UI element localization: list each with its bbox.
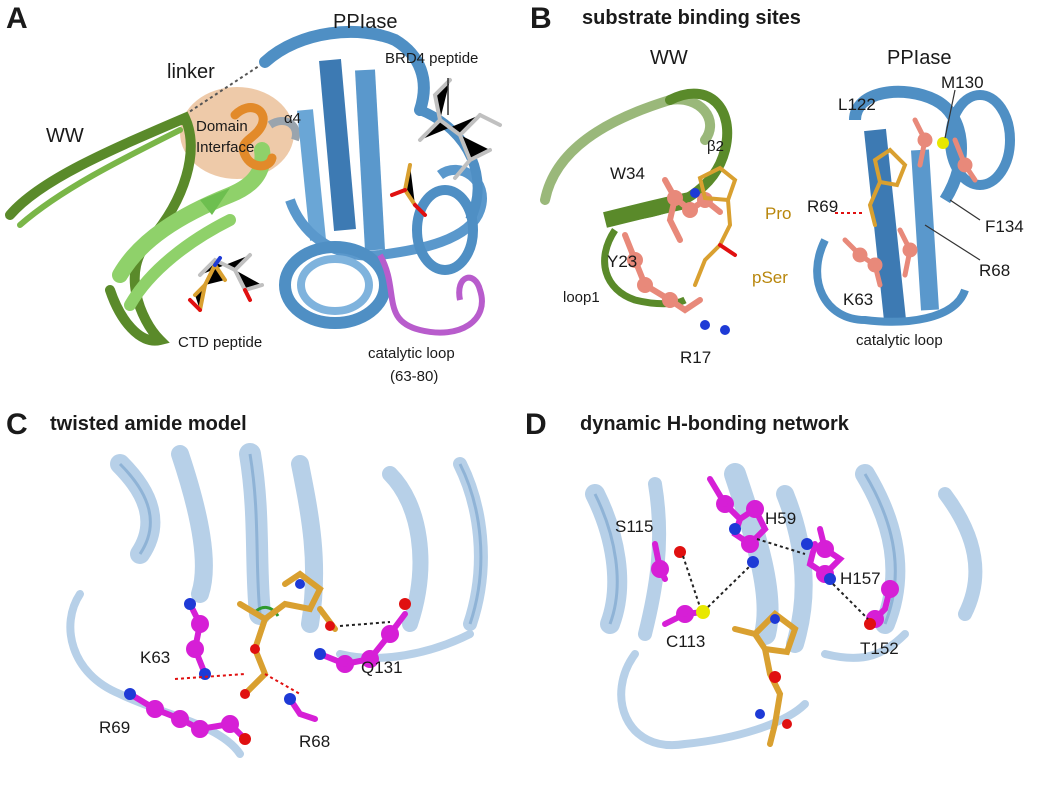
brd4-peptide-label: BRD4 peptide xyxy=(385,50,479,67)
interface-label: Interface xyxy=(196,139,255,156)
panel-d: D dynamic H-bonding network S115 H59 H15… xyxy=(525,394,1050,788)
y23-label: Y23 xyxy=(607,252,638,271)
m130-leader xyxy=(944,89,956,139)
ww-arrow xyxy=(200,188,230,215)
ww-b-label: WW xyxy=(650,47,688,69)
brd4-phospho xyxy=(390,163,427,217)
panel-c-residues xyxy=(127,601,408,742)
catalytic-loop-label: catalytic loop xyxy=(368,345,455,362)
ppiase-b-residues xyxy=(842,117,978,288)
loop1-label: loop1 xyxy=(563,289,600,306)
panel-d-atoms xyxy=(674,523,876,729)
h157-label: H157 xyxy=(840,569,881,588)
ctd-peptide-label: CTD peptide xyxy=(178,334,263,351)
pro-label: Pro xyxy=(765,204,792,223)
alpha4-label: α4 xyxy=(284,110,302,127)
panel-c-hbond-2 xyxy=(264,673,301,695)
panel-c-letter: C xyxy=(6,408,28,441)
beta2-label: β2 xyxy=(707,138,724,155)
r68-label: R68 xyxy=(979,261,1011,280)
panel-d-ribbons-dark xyxy=(593,473,897,625)
r69-label: R69 xyxy=(807,197,839,216)
ww-label: WW xyxy=(46,125,84,147)
ppiase-b-substrate xyxy=(867,147,908,227)
panel-d-hbonds xyxy=(682,538,869,620)
ctd-peptide-sticks xyxy=(188,253,264,312)
f134-leader xyxy=(949,199,981,221)
ppiase-ribbon-1 xyxy=(259,25,430,116)
ppiase-b-sulfur xyxy=(937,137,949,149)
ppiase-b-sheet xyxy=(864,128,906,322)
s115-label: S115 xyxy=(615,517,654,536)
panel-b-letter: B xyxy=(530,2,552,35)
ww-ribbon-mid xyxy=(17,127,183,228)
brd4-peptide-sticks xyxy=(418,78,502,180)
ww-b-n-atom-3 xyxy=(720,325,730,335)
panel-c: C twisted amide model K63 Q131 R69 R68 xyxy=(0,394,525,788)
ppiase-sheet-2 xyxy=(355,69,385,251)
ppiase-helix-right xyxy=(412,185,478,275)
catalytic-loop-b-label: catalytic loop xyxy=(856,332,943,349)
k63-label: K63 xyxy=(843,290,874,309)
ww-b-ribbon xyxy=(540,94,715,205)
ppiase-sheet-3 xyxy=(297,109,326,241)
ppiase-helix-bottom-2 xyxy=(297,255,373,315)
c113-label: C113 xyxy=(666,632,706,651)
panel-b: B substrate binding sites WW PPIase β2 W… xyxy=(525,0,1050,394)
r68-c-label: R68 xyxy=(299,732,331,751)
r69-c-label: R69 xyxy=(99,718,131,737)
linker-label: linker xyxy=(167,61,215,83)
catalytic-range-label: (63-80) xyxy=(390,368,439,385)
ww-b-substrate xyxy=(693,165,738,287)
q131-label: Q131 xyxy=(361,658,403,677)
ppiase-helix-bottom xyxy=(279,241,391,329)
panel-c-hbond-3 xyxy=(339,621,391,627)
panel-b-structure xyxy=(540,85,1015,335)
panel-d-structure xyxy=(585,463,983,750)
h59-label: H59 xyxy=(765,509,797,528)
panel-b-title: substrate binding sites xyxy=(582,7,801,29)
ppiase-b-loop xyxy=(813,238,969,326)
panel-a: A PPIase linker BRD4 peptide WW Domain I… xyxy=(0,0,525,394)
panel-d-letter: D xyxy=(525,408,547,441)
panel-c-title: twisted amide model xyxy=(50,413,247,435)
alpha4-helix xyxy=(230,103,277,171)
ppiase-b-label: PPIase xyxy=(887,47,952,69)
k63-c-label: K63 xyxy=(140,648,171,667)
w34-label: W34 xyxy=(610,164,645,183)
f134-label: F134 xyxy=(985,217,1024,236)
panel-c-structure xyxy=(66,443,488,758)
panel-a-structure xyxy=(5,25,502,346)
panel-c-ribbons-dark xyxy=(118,453,483,625)
m130-label: M130 xyxy=(941,73,984,92)
ww-b-residues xyxy=(622,177,723,314)
ppiase-b-helix xyxy=(945,90,1015,190)
l122-label: L122 xyxy=(838,95,876,114)
panel-c-atoms xyxy=(124,579,411,745)
panel-d-title: dynamic H-bonding network xyxy=(580,413,849,435)
alpha4-helix-grey xyxy=(267,117,300,142)
domain-label: Domain xyxy=(196,118,248,135)
ppiase-sheet-1 xyxy=(319,59,356,231)
ww-b-n-atom-2 xyxy=(700,320,710,330)
r17-label: R17 xyxy=(680,348,712,367)
ww-b-n-atom xyxy=(690,188,700,198)
r68-leader xyxy=(924,224,981,261)
pser-label: pSer xyxy=(752,268,788,287)
linker-dotted-line xyxy=(179,61,266,119)
panel-a-letter: A xyxy=(6,2,28,35)
ppiase-label: PPIase xyxy=(333,11,398,33)
t152-label: T152 xyxy=(860,639,899,658)
panel-c-ribbons xyxy=(66,443,488,758)
catalytic-loop-ribbon xyxy=(377,253,485,336)
ww-ribbon-light-2 xyxy=(124,214,236,311)
ppiase-b-sheet-2 xyxy=(911,149,939,311)
